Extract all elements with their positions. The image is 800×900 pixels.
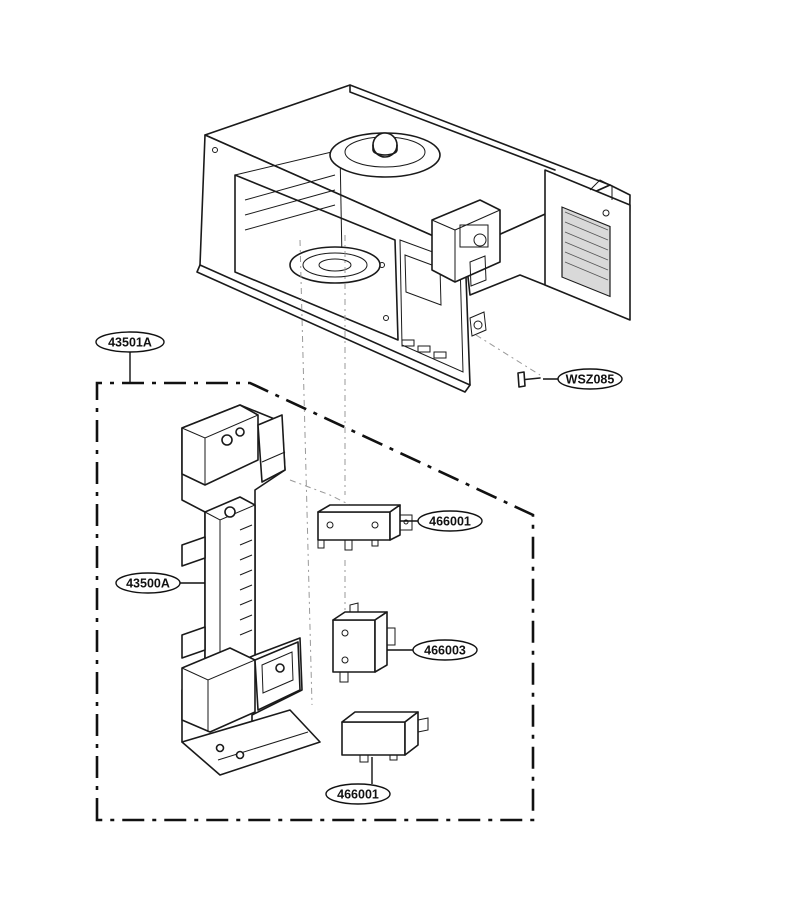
callout-text-switch-bottom: 466001 (337, 788, 379, 802)
screw-part (517, 371, 541, 388)
switch-middle-part (332, 602, 396, 683)
switch-bottom-part (341, 711, 429, 763)
callout-switch-top-466001: 466001 (417, 510, 483, 532)
callout-screw-WSZ085: WSZ085 (557, 368, 623, 390)
callout-text-switch-middle: 466003 (424, 644, 466, 658)
callout-switch-bottom-466001: 466001 (325, 783, 391, 805)
alignment-lines (289, 235, 541, 706)
callout-assembly-43501A: 43501A (95, 331, 165, 353)
callout-switch-middle-466003: 466003 (412, 639, 478, 661)
switch-top-part (317, 504, 413, 551)
leader-lines (129, 352, 560, 784)
assembly-boundary (95, 381, 535, 822)
callout-text-latch-holder: 43500A (126, 577, 170, 591)
oven-cavity-illustration (196, 84, 631, 393)
callout-text-screw: WSZ085 (566, 373, 615, 387)
latch-holder-part (181, 404, 321, 776)
callout-text-assembly: 43501A (108, 336, 152, 350)
callout-latch-holder-43500A: 43500A (115, 572, 181, 594)
callout-text-switch-top: 466001 (429, 515, 471, 529)
